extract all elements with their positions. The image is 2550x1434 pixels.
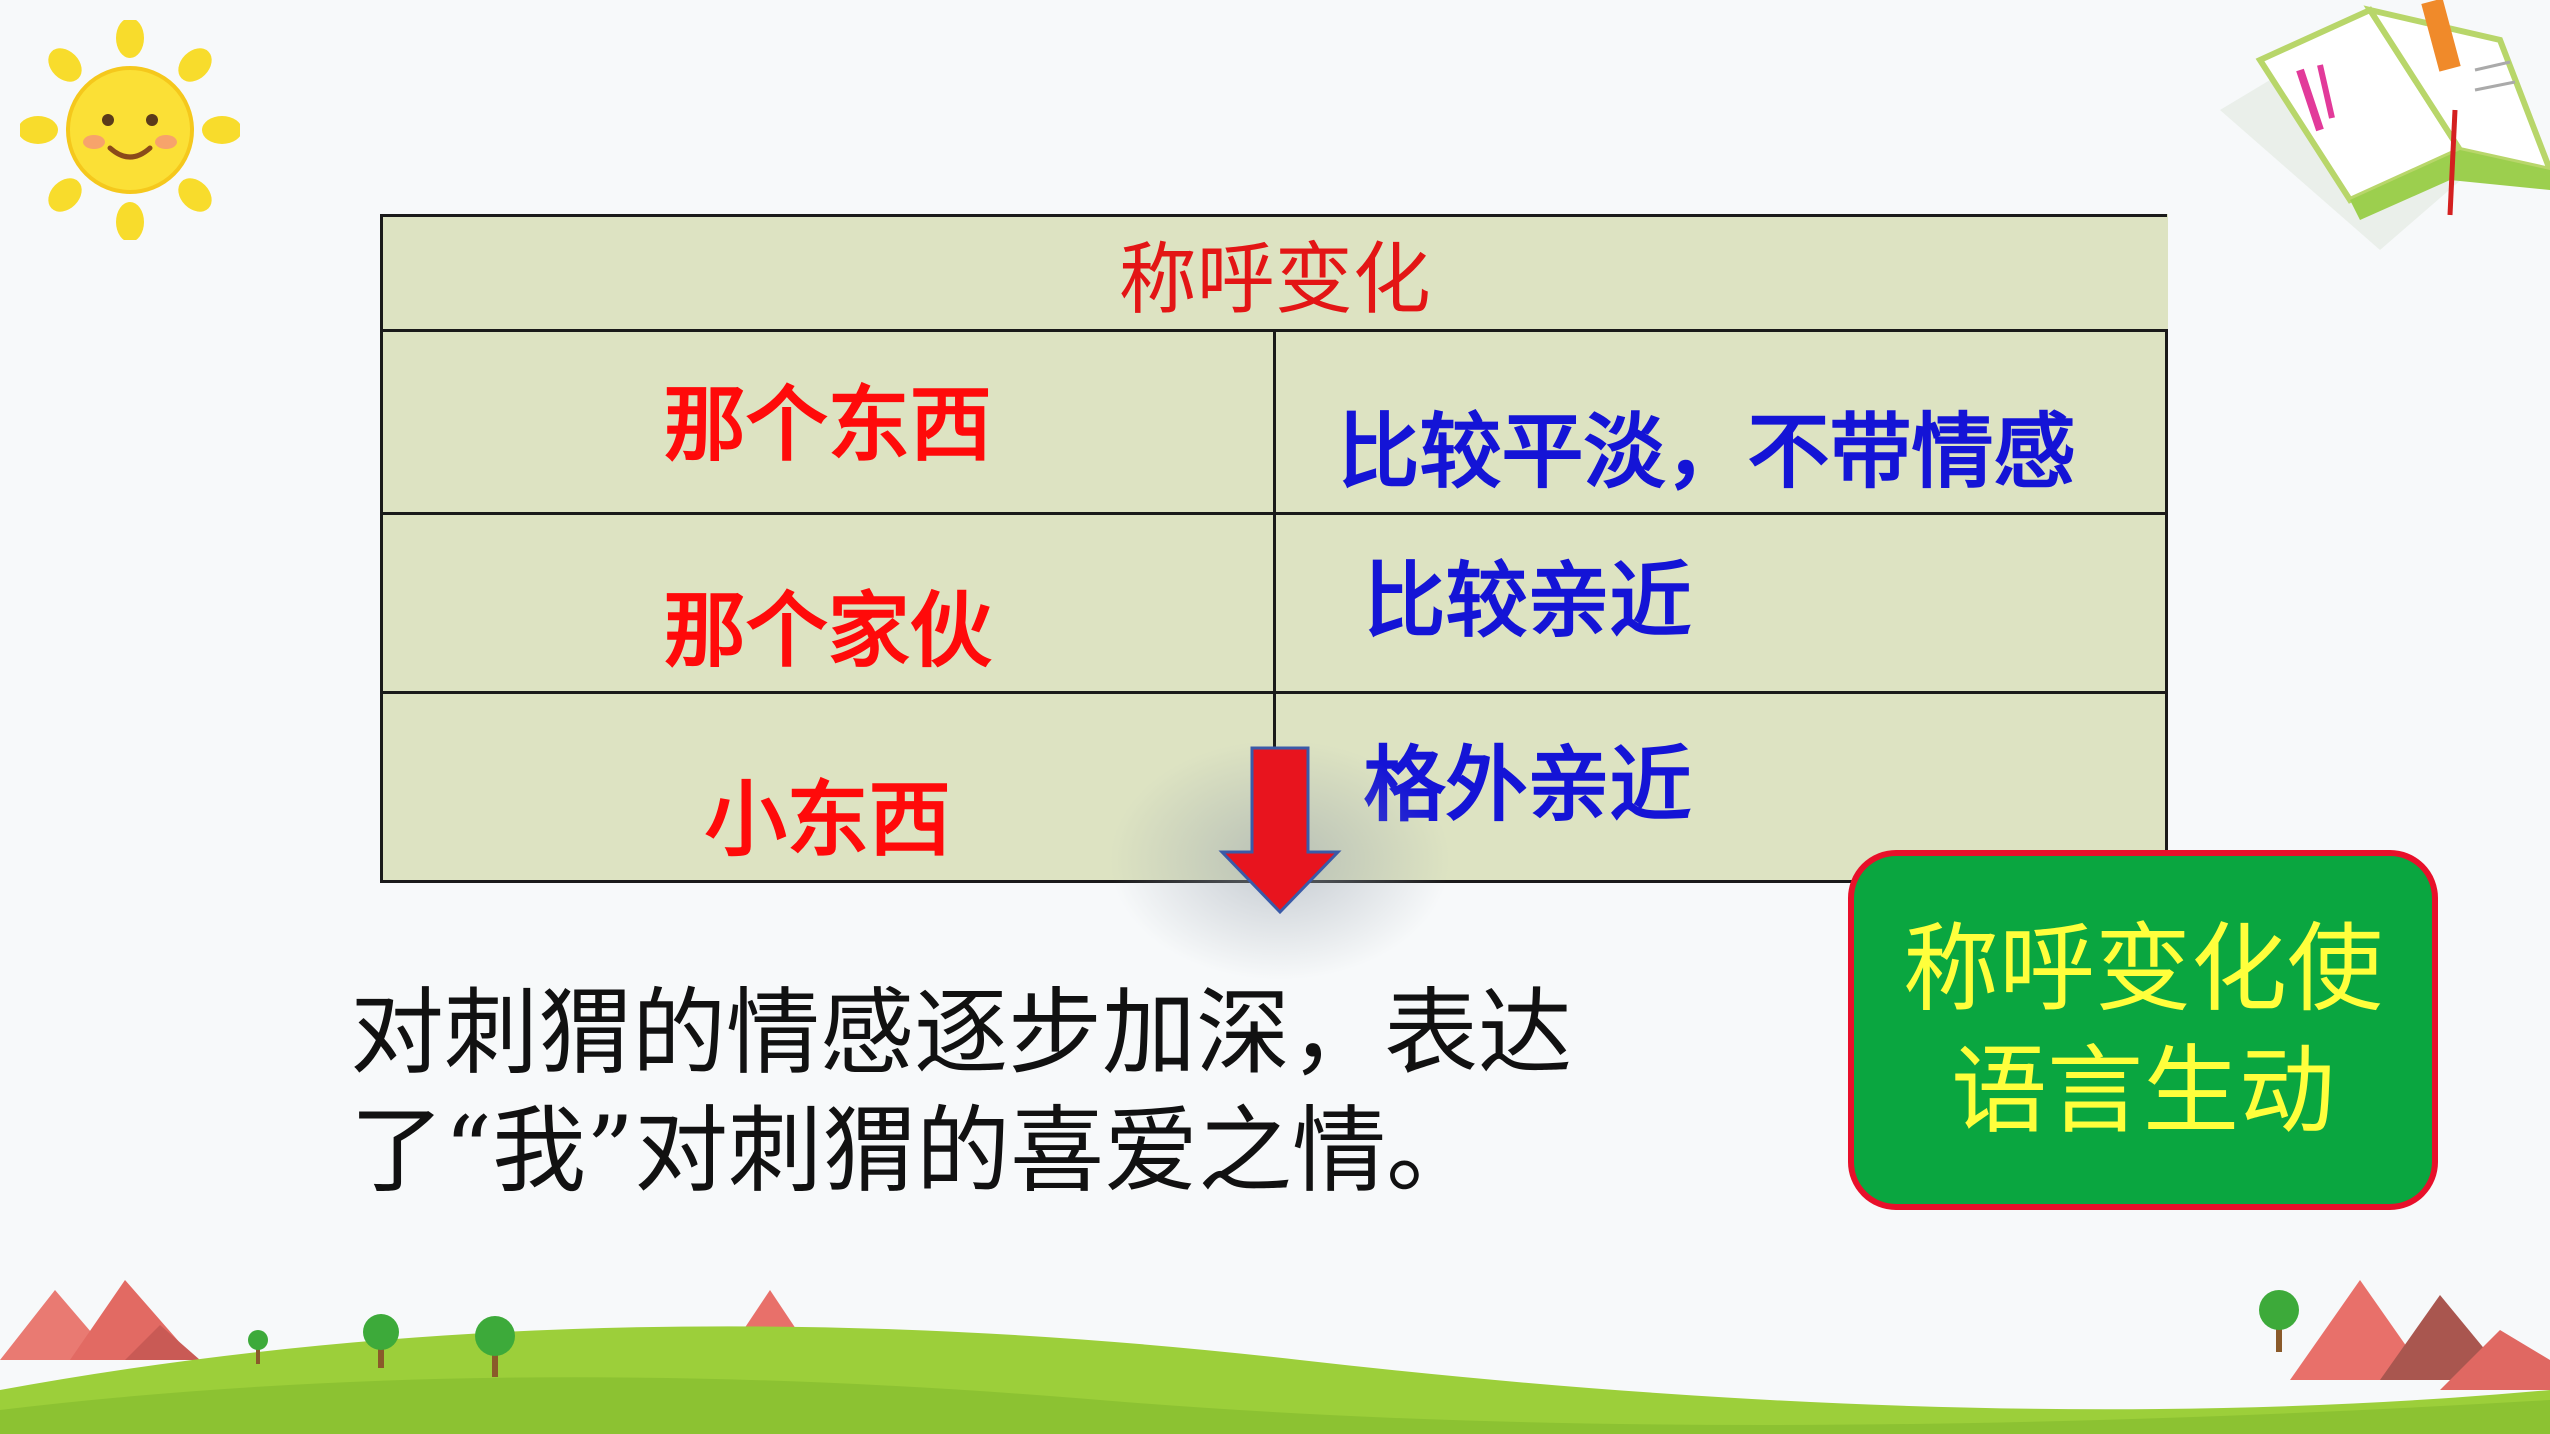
conclusion-line-1: 对刺猬的情感逐步加深，表达 xyxy=(350,979,1573,1088)
table-term-cell: 那个东西 xyxy=(380,329,1276,515)
table-term-cell: 那个家伙 xyxy=(380,512,1276,694)
conclusion-text: 对刺猬的情感逐步加深，表达 了“我”对刺猬的喜爱之情。 xyxy=(350,975,1680,1211)
sun-icon xyxy=(20,20,240,240)
callout-box: 称呼变化使语言生动 xyxy=(1848,850,2438,1210)
table-row: 那个东西 比较平淡，不带情感 xyxy=(380,329,2168,515)
table-description-cell: 比较平淡，不带情感 xyxy=(1272,329,2168,515)
table-row: 那个家伙 比较亲近 xyxy=(380,512,2168,694)
open-book-icon xyxy=(2220,0,2550,250)
table-description-cell: 比较亲近 xyxy=(1272,512,2168,694)
landscape-decoration xyxy=(0,1280,2550,1434)
table-header: 称呼变化 xyxy=(380,214,2167,332)
down-arrow-icon xyxy=(1110,740,1450,980)
callout-text: 称呼变化使语言生动 xyxy=(1903,913,2383,1147)
conclusion-line-2: 了“我”对刺猬的喜爱之情。 xyxy=(350,1097,1481,1206)
table-header-row: 称呼变化 xyxy=(380,214,2167,332)
